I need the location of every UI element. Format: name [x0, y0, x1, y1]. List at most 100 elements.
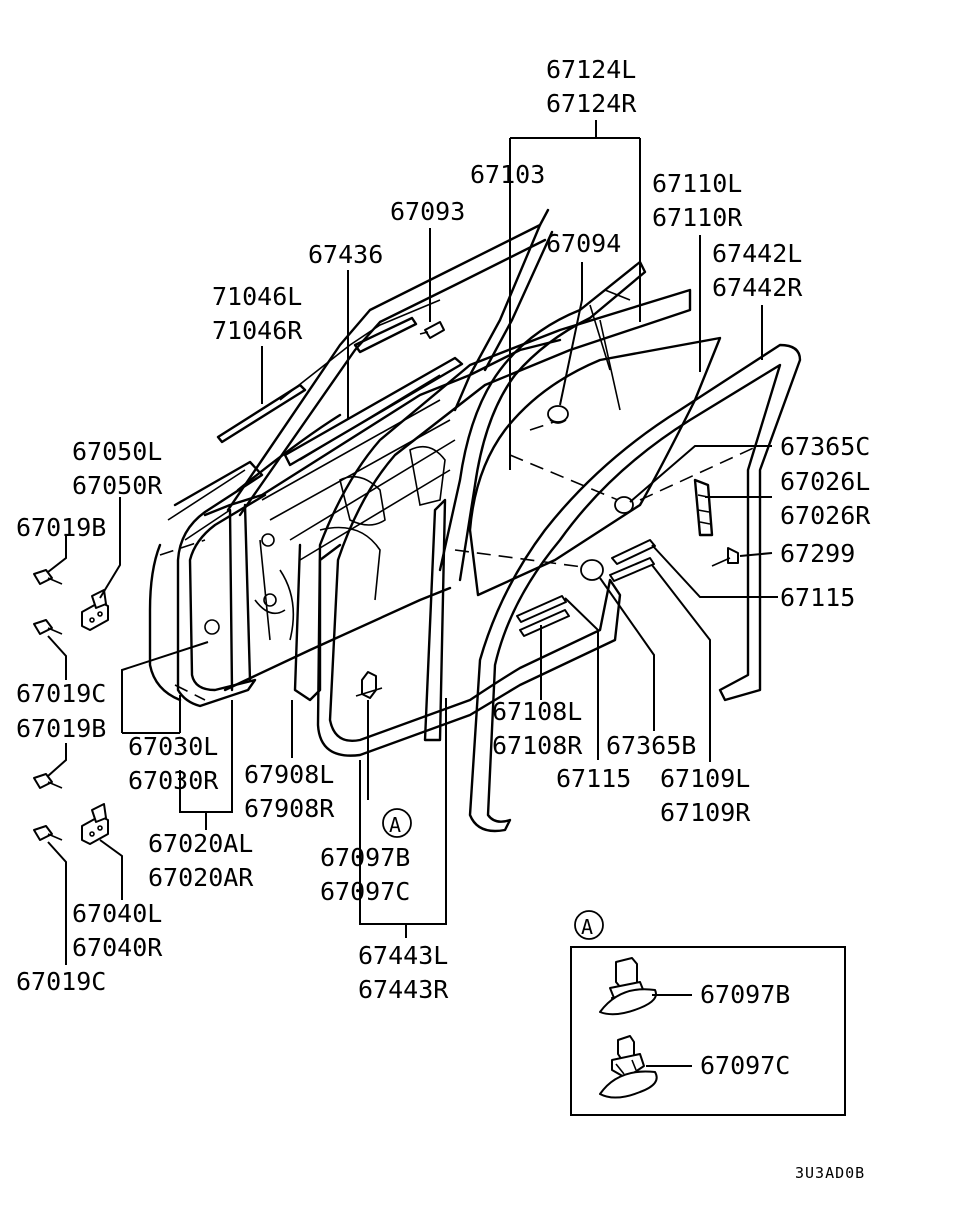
label-67115-right: 67115 [780, 583, 855, 612]
detail-label-67097b: 67097B [700, 980, 790, 1009]
upper-hinge-67050 [81, 589, 109, 631]
label-67019b-mid: 67019B [16, 714, 106, 743]
leader-lines [47, 120, 778, 965]
label-67026: 67026L 67026R [780, 467, 871, 530]
label-67443: 67443L 67443R [358, 941, 449, 1004]
clip-67097-main [355, 671, 383, 699]
svg-text:67050L: 67050L [72, 437, 162, 466]
label-67436: 67436 [308, 240, 383, 269]
svg-text:67908R: 67908R [244, 794, 335, 823]
label-67108: 67108L 67108R [492, 697, 583, 760]
svg-text:67109R: 67109R [660, 798, 751, 827]
sealing-strips [516, 539, 656, 637]
svg-text:67443R: 67443R [358, 975, 449, 1004]
detail-marker-inset: A [574, 910, 604, 940]
detail-inset-a: A 67097B 67097C [570, 910, 846, 1116]
label-67103: 67103 [470, 160, 545, 189]
svg-text:67020AR: 67020AR [148, 863, 254, 892]
grommet-67365c [614, 496, 634, 514]
label-71046: 71046L 71046R [212, 282, 303, 345]
inner-belt-weatherstrip [283, 356, 464, 467]
lower-hinge-67040 [81, 803, 109, 845]
svg-text:67050R: 67050R [72, 471, 163, 500]
label-67019b-top: 67019B [16, 513, 106, 542]
svg-text:A: A [389, 813, 401, 837]
svg-text:67442L: 67442L [712, 239, 802, 268]
door-inner-frame [203, 338, 562, 692]
svg-text:67108R: 67108R [492, 731, 583, 760]
opening-weatherstrip-67442 [468, 343, 802, 833]
label-67115-bottom: 67115 [556, 764, 631, 793]
svg-text:67040L: 67040L [72, 899, 162, 928]
svg-text:67365C: 67365C [780, 432, 870, 461]
label-67097: 67097B 67097C [320, 843, 410, 906]
svg-text:67103: 67103 [470, 160, 545, 189]
svg-text:67019C: 67019C [16, 679, 106, 708]
svg-text:67040R: 67040R [72, 933, 163, 962]
svg-text:67026L: 67026L [780, 467, 870, 496]
door-trim [293, 543, 342, 702]
figure-code: 3U3AD0B [795, 1164, 865, 1182]
svg-text:67442R: 67442R [712, 273, 803, 302]
label-67030: 67030L 67030R [128, 732, 219, 795]
label-67124: 67124L 67124R [546, 55, 637, 118]
bolt-67019c-upper [33, 619, 63, 635]
label-67019c-bottom: 67019C [16, 967, 106, 996]
detail-marker-main: A [382, 808, 412, 838]
bolt-67299 [711, 547, 739, 567]
label-67908: 67908L 67908R [244, 760, 335, 823]
label-67040: 67040L 67040R [72, 899, 163, 962]
clip-67097b-detail [599, 957, 657, 1016]
clip-67097c-detail [599, 1035, 658, 1099]
svg-text:67908L: 67908L [244, 760, 334, 789]
label-67442: 67442L 67442R [712, 239, 803, 302]
svg-text:67436: 67436 [308, 240, 383, 269]
door-parts-illustration [33, 208, 802, 845]
svg-text:67030L: 67030L [128, 732, 218, 761]
svg-text:67019B: 67019B [16, 513, 106, 542]
svg-text:67110L: 67110L [652, 169, 742, 198]
svg-text:A: A [581, 915, 593, 939]
hinge-seal-strip [693, 478, 714, 537]
svg-text:71046R: 71046R [212, 316, 303, 345]
label-67050: 67050L 67050R [72, 437, 163, 500]
svg-text:71046L: 71046L [212, 282, 302, 311]
label-67299: 67299 [780, 539, 855, 568]
svg-text:67108L: 67108L [492, 697, 582, 726]
svg-text:67093: 67093 [390, 197, 465, 226]
svg-text:67110R: 67110R [652, 203, 743, 232]
clip-67094 [547, 405, 569, 424]
door-outer-panel [148, 460, 267, 708]
bolt-67019b-lower [33, 773, 63, 789]
belt-moulding [216, 383, 307, 444]
svg-text:67019C: 67019C [16, 967, 106, 996]
detail-label-67097c: 67097C [700, 1051, 790, 1080]
detail-frame [570, 946, 846, 1116]
label-67365c: 67365C [780, 432, 870, 461]
svg-text:67097C: 67097C [320, 877, 410, 906]
svg-text:67109L: 67109L [660, 764, 750, 793]
grommet-67365b [580, 559, 604, 581]
svg-text:67365B: 67365B [606, 731, 696, 760]
bolt-67019b-upper [33, 569, 63, 585]
svg-text:67299: 67299 [780, 539, 855, 568]
svg-text:67026R: 67026R [780, 501, 871, 530]
screw-67093 [419, 321, 445, 339]
svg-text:67124L: 67124L [546, 55, 636, 84]
svg-text:67094: 67094 [546, 229, 621, 258]
svg-text:67115: 67115 [780, 583, 855, 612]
label-67110: 67110L 67110R [652, 169, 743, 232]
svg-text:67115: 67115 [556, 764, 631, 793]
label-67094: 67094 [546, 229, 621, 258]
label-67093: 67093 [390, 197, 465, 226]
svg-text:67124R: 67124R [546, 89, 637, 118]
door-weatherstrip-67443 [316, 288, 692, 757]
svg-text:67030R: 67030R [128, 766, 219, 795]
channel-strip [353, 316, 418, 354]
label-67020a: 67020AL 67020AR [148, 829, 254, 892]
window-frame-sash [226, 208, 554, 517]
svg-text:67019B: 67019B [16, 714, 106, 743]
part-labels: 67124L 67124R 67103 67110L 67110R 67093 … [16, 55, 871, 1004]
bolt-67019c-lower [33, 825, 63, 841]
